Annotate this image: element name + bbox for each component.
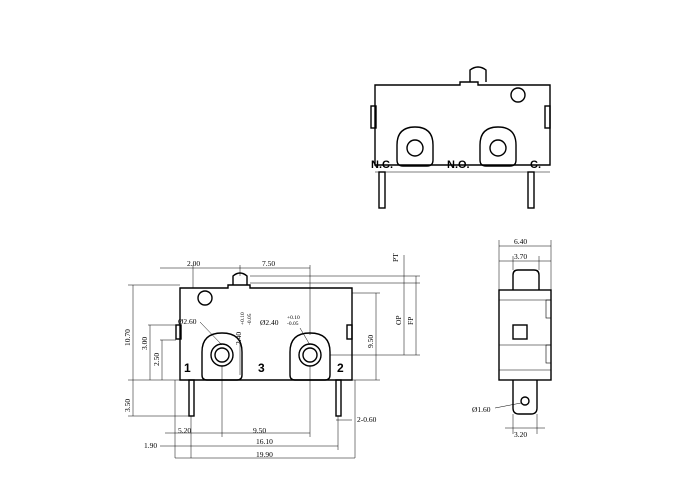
front-view: 1 3 2 2.00 7.50 10.70 3.00 2.50 3.50 Ø2.… xyxy=(123,253,420,459)
side-view-actuator xyxy=(512,269,540,290)
dim-6-40: 6.40 xyxy=(514,237,527,246)
front-view-pin-2 xyxy=(335,379,342,417)
dim-3-50: 3.50 xyxy=(123,399,132,412)
dim-3-00: 3.00 xyxy=(140,337,149,350)
front-view-pin-1 xyxy=(188,379,195,417)
front-view-hole-2-inner xyxy=(302,347,318,363)
dim-1-90: 1.90 xyxy=(144,441,157,450)
dim-pt: PT xyxy=(391,253,400,262)
dim-1-60: Ø1.60 xyxy=(472,405,491,414)
dim-5-20: 5.20 xyxy=(178,426,191,435)
dim-2-00: 2.00 xyxy=(187,259,200,268)
terminal-label-no: N.O. xyxy=(447,159,470,171)
front-view-hole-2-outer xyxy=(298,343,322,367)
dim-2-0-60: 2-0.60 xyxy=(357,415,377,424)
terminal-label-nc: N.C. xyxy=(371,159,393,171)
top-view-actuator xyxy=(469,66,487,82)
top-view-hole-right xyxy=(489,139,507,157)
top-view-boss-left xyxy=(396,126,434,167)
side-view-window xyxy=(512,324,528,340)
front-view-boss-3 xyxy=(201,332,243,381)
front-view-mount-hole xyxy=(197,290,213,306)
top-view-pin-nc xyxy=(378,171,386,209)
dim-9-50-horizontal: 9.50 xyxy=(253,426,266,435)
side-view: 6.40 3.70 Ø1.60 3.20 xyxy=(472,237,552,439)
top-view-mount-hole xyxy=(510,87,526,103)
terminal-label-c: C. xyxy=(530,159,541,171)
dim-3-70: 3.70 xyxy=(514,252,527,261)
pin-number-3: 3 xyxy=(258,361,265,375)
dim-9-50-vertical: 9.50 xyxy=(366,335,375,348)
dim-7-50: 7.50 xyxy=(262,259,275,268)
top-view-left-tab xyxy=(370,105,377,129)
dim-hole-2-40-tol-dn: -0.05 xyxy=(287,321,299,327)
front-view-left-tab xyxy=(175,324,182,340)
dim-hole-2-40-tol-up: +0.10 xyxy=(287,315,300,321)
dim-hole-2-40a-tol-dn: -0.05 xyxy=(247,313,253,325)
top-view-boss-right xyxy=(479,126,517,167)
dim-hole-2-60: Ø2.60 xyxy=(178,317,197,326)
pin-number-1: 1 xyxy=(184,361,191,375)
side-view-terminal-hole xyxy=(520,396,530,406)
dim-16-10: 16.10 xyxy=(256,437,273,446)
dim-hole-2-40: Ø2.40 xyxy=(260,318,279,327)
top-view: N.C. N.O. C. xyxy=(370,66,551,209)
front-view-right-tab xyxy=(346,324,353,340)
pin-number-2: 2 xyxy=(337,361,344,375)
top-view-pin-c xyxy=(527,171,535,209)
dim-10-70: 10.70 xyxy=(123,329,132,346)
top-view-hole-left xyxy=(406,139,424,157)
dim-19-90: 19.90 xyxy=(256,450,273,459)
dim-hole-2-40a-tol-up: +0.10 xyxy=(240,312,246,325)
dim-hole-2-40a: 2.40 xyxy=(234,332,243,345)
front-view-body-outline xyxy=(179,284,353,381)
top-view-body-outline xyxy=(374,81,551,166)
front-view-boss-2 xyxy=(289,332,331,381)
top-view-right-tab xyxy=(544,105,551,129)
dim-2-50: 2.50 xyxy=(152,353,161,366)
dim-fp: FP xyxy=(406,317,415,325)
front-view-hole-3-inner xyxy=(214,347,230,363)
side-view-body xyxy=(498,289,552,381)
dim-op: OP xyxy=(394,315,403,325)
dim-3-20: 3.20 xyxy=(514,430,527,439)
side-view-terminal xyxy=(512,380,538,415)
